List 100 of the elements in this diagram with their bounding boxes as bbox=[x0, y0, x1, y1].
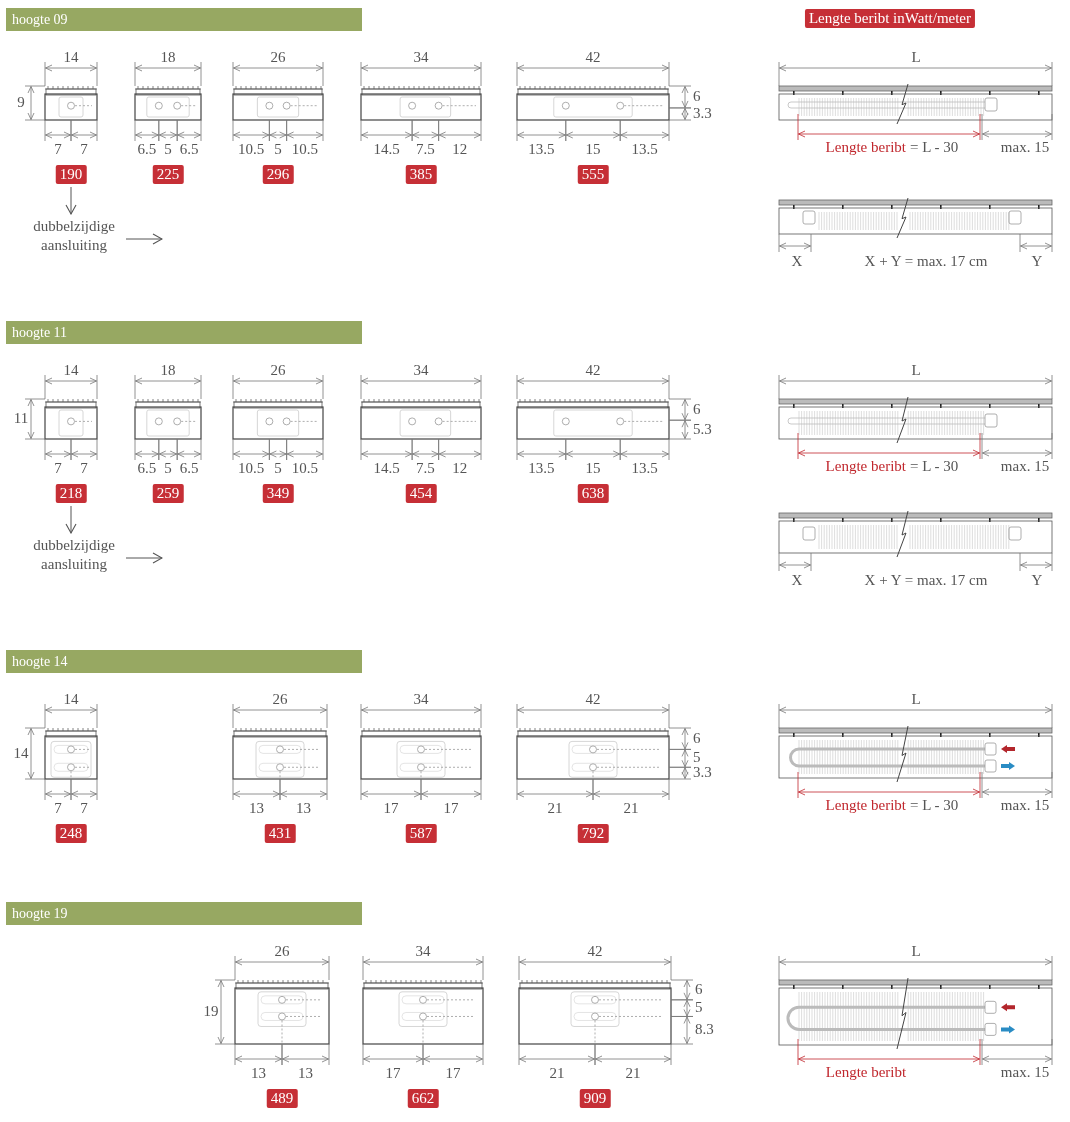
dimension-label: X bbox=[791, 253, 803, 270]
dimension-label: 6.5 bbox=[179, 460, 199, 477]
dimension-label: 13.5 bbox=[631, 460, 658, 477]
value-badge: 638 bbox=[577, 484, 609, 503]
dimension-label: max. 15 bbox=[1000, 1064, 1050, 1081]
value-badge: 349 bbox=[262, 484, 294, 503]
connection-note: dubbelzijdige aansluiting bbox=[24, 536, 124, 574]
arrow bbox=[65, 186, 77, 215]
dimension-label: 5 bbox=[274, 460, 282, 477]
dimension-label: 5.3 bbox=[693, 420, 712, 438]
dimension-label: 6.5 bbox=[137, 141, 157, 158]
dimension-label: 6.5 bbox=[179, 141, 199, 158]
section-header-bar: hoogte 09 bbox=[6, 8, 362, 31]
dimension-label: 5 bbox=[695, 999, 703, 1017]
dimension-label: 14 bbox=[63, 362, 79, 379]
value-badge: 248 bbox=[55, 824, 87, 843]
dimension-label: 21 bbox=[549, 1065, 565, 1082]
dimension-label: 14 bbox=[13, 744, 29, 762]
dimension-label: 42 bbox=[585, 691, 601, 708]
dimension-label: 6 bbox=[693, 87, 701, 105]
value-badge: 555 bbox=[577, 165, 609, 184]
dimension-label: 26 bbox=[272, 691, 288, 708]
value-badge: 431 bbox=[264, 824, 296, 843]
dimension-label: 7 bbox=[80, 460, 88, 477]
dimension-label: 3.3 bbox=[693, 104, 712, 122]
dimension-label: 13 bbox=[296, 800, 311, 817]
dimension-label: L bbox=[911, 943, 921, 960]
dimension-label: 12 bbox=[452, 141, 468, 158]
dimension-label: 18 bbox=[160, 49, 176, 66]
dimension-label: X + Y = max. 17 cm bbox=[864, 253, 988, 270]
dimension-label: 6.5 bbox=[137, 460, 157, 477]
value-badge: 218 bbox=[55, 484, 87, 503]
dimension-label: 10.5 bbox=[291, 460, 318, 477]
section-header-bar: hoogte 11 bbox=[6, 321, 362, 344]
dimension-label: 10.5 bbox=[238, 141, 265, 158]
section-header-bar: hoogte 14 bbox=[6, 650, 362, 673]
value-badge: 259 bbox=[152, 484, 184, 503]
dimension-label: L bbox=[911, 362, 921, 379]
section-header-bar: hoogte 19 bbox=[6, 902, 362, 925]
dimension-label: 21 bbox=[547, 800, 563, 817]
dimension-label: 14 bbox=[63, 49, 79, 66]
value-badge: 662 bbox=[407, 1089, 439, 1108]
value-badge: Lengte beribt inWatt/meter bbox=[804, 9, 976, 28]
dimension-label: 7 bbox=[80, 800, 88, 817]
value-badge: 454 bbox=[405, 484, 437, 503]
dimension-label: 13 bbox=[251, 1065, 266, 1082]
dimension-label: 14.5 bbox=[373, 141, 400, 158]
dimension-label: L bbox=[911, 49, 921, 66]
dimension-label: 6 bbox=[693, 729, 701, 747]
dimension-label: 14 bbox=[63, 691, 79, 708]
dimension-label: 15 bbox=[585, 460, 601, 477]
dimension-label: 34 bbox=[415, 943, 431, 960]
dimension-label: 7 bbox=[54, 800, 62, 817]
dimension-label: X bbox=[791, 572, 803, 589]
dimension-label: 34 bbox=[413, 362, 429, 379]
dimension-label: Y bbox=[1031, 253, 1043, 270]
dimension-label: = L - 30 bbox=[910, 139, 959, 156]
dimension-label: 7 bbox=[80, 141, 88, 158]
dimension-label: 10.5 bbox=[238, 460, 265, 477]
dimension-label: max. 15 bbox=[1000, 797, 1050, 814]
dimension-label: 13.5 bbox=[528, 141, 555, 158]
dimension-label: max. 15 bbox=[1000, 139, 1050, 156]
dimension-label: 34 bbox=[413, 49, 429, 66]
dimension-label: max. 15 bbox=[1000, 458, 1050, 475]
dimension-label: 21 bbox=[623, 800, 639, 817]
value-badge: 587 bbox=[405, 824, 437, 843]
dimension-label: 42 bbox=[585, 49, 601, 66]
dimension-label: 19 bbox=[203, 1003, 219, 1020]
dimension-label: 7.5 bbox=[416, 141, 435, 158]
dimension-label: Y bbox=[1031, 572, 1043, 589]
dimension-label: Lengte beribt bbox=[825, 458, 906, 475]
value-badge: 792 bbox=[577, 824, 609, 843]
arrow bbox=[125, 552, 163, 564]
dimension-label: X + Y = max. 17 cm bbox=[864, 572, 988, 589]
dimension-label: 6 bbox=[695, 980, 703, 998]
dimension-label: Lengte beribt bbox=[825, 139, 906, 156]
dimension-label: = L - 30 bbox=[910, 797, 959, 814]
dimension-label: 13.5 bbox=[631, 141, 658, 158]
dimension-label: 9 bbox=[17, 94, 25, 111]
dimension-label: 17 bbox=[385, 1065, 401, 1082]
value-badge: 190 bbox=[55, 165, 87, 184]
value-badge: 296 bbox=[262, 165, 294, 184]
connection-note: dubbelzijdige aansluiting bbox=[24, 217, 124, 255]
dimension-label: 6 bbox=[693, 400, 701, 418]
dimension-label: 5 bbox=[164, 141, 172, 158]
dimension-label: 26 bbox=[274, 943, 290, 960]
dimension-label: 13 bbox=[298, 1065, 313, 1082]
dimension-label: 7 bbox=[54, 141, 62, 158]
dimension-label: 13 bbox=[249, 800, 264, 817]
dimension-label: 10.5 bbox=[291, 141, 318, 158]
dimension-label: 17 bbox=[445, 1065, 461, 1082]
dimension-label: 17 bbox=[383, 800, 399, 817]
dimension-label: 7 bbox=[54, 460, 62, 477]
dimension-label: 5 bbox=[164, 460, 172, 477]
dimension-label: 12 bbox=[452, 460, 468, 477]
dimension-label: 42 bbox=[587, 943, 603, 960]
dimension-label: = L - 30 bbox=[910, 458, 959, 475]
dimension-label: 15 bbox=[585, 141, 601, 158]
dimension-label: 11 bbox=[13, 410, 29, 427]
arrow bbox=[65, 505, 77, 534]
